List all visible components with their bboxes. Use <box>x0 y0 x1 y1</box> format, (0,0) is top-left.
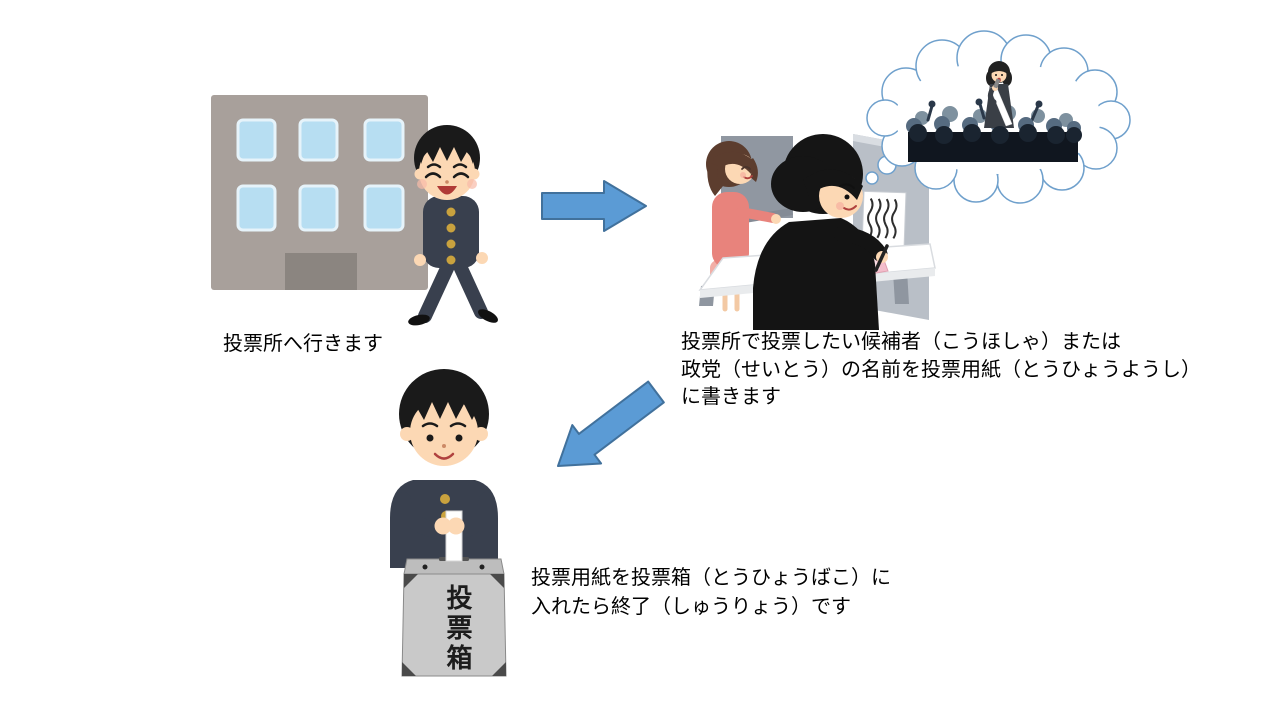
campaign-speaker <box>984 61 1014 128</box>
step2-caption: 投票所で投票したい候補者（こうほしゃ）または 政党（せいとう）の名前を投票用紙（… <box>681 329 1201 412</box>
step3-caption: 投票用紙を投票箱（とうひょうばこ）に 入れたら終了（しゅうりょう）です <box>531 564 891 622</box>
polling-station-scene-illustration <box>211 95 498 326</box>
block-arrow-right <box>541 180 647 232</box>
caption-line: 投票所へ行きます <box>223 333 383 355</box>
caption-line: 投票用紙を投票箱（とうひょうばこ）に <box>531 567 891 589</box>
microphone <box>993 78 1001 89</box>
caption-line: 政党（せいとう）の名前を投票用紙（とうひょうようし） <box>681 358 1201 381</box>
building-windows <box>236 118 405 232</box>
campaign-crowd <box>906 61 1082 162</box>
thought-bubble-campaign-speech <box>865 30 1131 204</box>
block-arrow-down-left <box>557 380 665 467</box>
caption-line: 入れたら終了（しゅうりょう）です <box>531 596 851 618</box>
pen <box>874 244 889 272</box>
step1-caption: 投票所へ行きます <box>223 331 383 358</box>
building-door <box>285 253 357 290</box>
ballot-box <box>401 557 507 677</box>
man-writing-ballot <box>753 134 889 330</box>
polling-station-building <box>211 95 428 290</box>
walking-student <box>408 125 498 326</box>
voting-booth-scene-illustration <box>698 134 936 330</box>
caption-line: 投票所で投票したい候補者（こうほしゃ）または <box>681 331 1121 353</box>
ballot-box-label: 投票箱 <box>443 584 473 674</box>
student-with-ballot <box>390 369 498 568</box>
caption-line: に書きます <box>681 386 781 408</box>
ballot-box-scene-illustration <box>390 369 507 677</box>
